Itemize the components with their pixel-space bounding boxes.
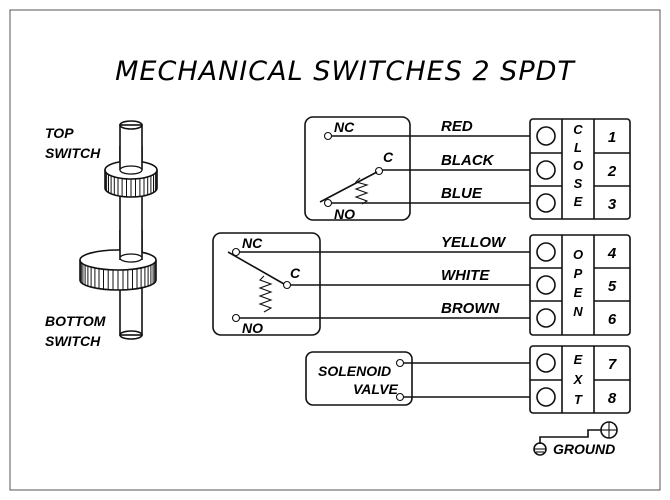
top-cam-teeth [104,171,158,197]
open-letter-4: N [573,304,583,319]
wire-white-label: WHITE [441,267,490,284]
ground-connection: GROUND [533,421,618,457]
terminal-number-5: 5 [608,278,617,295]
top-switch-spring [354,177,369,205]
close-letter-5: E [574,194,583,209]
close-letter-3: O [573,158,583,173]
top-switch-label-line1: TOP [45,125,74,141]
terminal-block-open: 4 5 6 O P E N [529,234,631,336]
wire-blue-label: BLUE [441,185,483,202]
top-cam [104,146,158,198]
terminal-screw-1 [536,126,556,146]
terminal-number-1: 1 [608,129,616,146]
open-letter-2: P [574,266,583,281]
solenoid-label: SOLENOID [318,363,391,379]
solenoid-valve: SOLENOID VALVE [305,351,530,406]
diagram-title: MECHANICAL SWITCHES 2 SPDT [115,56,576,87]
top-switch-nc-label: NC [334,119,355,135]
terminal-block-ext: 7 8 E X T [529,345,631,414]
ground-wire [539,429,601,444]
bottom-switch-spring [258,275,273,313]
terminal-screw-6 [536,308,556,328]
wire-black-label: BLACK [441,152,495,169]
terminal-screw-3 [536,193,556,213]
terminal-screw-5 [536,275,556,295]
cam-shaft-illustration: TOP SWITCH BOTTOM SWITCH [45,120,158,349]
solenoid-housing [305,351,413,406]
bottom-cam [79,230,157,291]
top-c-contact [374,166,384,176]
open-letter-1: O [573,247,583,262]
terminal-block-close: 1 2 3 C L O S E [529,118,631,220]
top-switch-c-label: C [383,149,394,165]
terminal-screw-4 [536,242,556,262]
ground-label: GROUND [553,441,615,457]
bottom-switch-label-line1: BOTTOM [45,313,106,329]
shaft-top-cap [119,120,143,130]
ext-letter-2: X [573,372,584,387]
bottom-switch-c-label: C [290,265,301,281]
terminal-number-6: 6 [608,311,617,328]
bottom-switch-lever [227,251,285,285]
terminal-number-2: 2 [607,163,617,180]
bottom-switch-label-line2: SWITCH [45,333,101,349]
ext-letter-3: T [574,392,583,407]
top-switch-no-label: NO [334,206,355,222]
close-letter-1: C [573,122,583,137]
bottom-spdt-switch: NC C NO [212,232,530,336]
top-spdt-switch: NC C NO [304,116,530,222]
bottom-switch-no-label: NO [242,320,263,336]
terminal-screw-2 [536,160,556,180]
top-switch-lever [319,171,378,203]
wire-red-label: RED [441,118,473,135]
terminal-screw-7 [536,353,556,373]
terminal-number-8: 8 [608,390,617,407]
bottom-switch-nc-label: NC [242,235,263,251]
terminal-screw-8 [536,387,556,407]
ext-letter-1: E [574,352,583,367]
terminal-number-4: 4 [607,245,617,262]
close-letter-2: L [574,140,582,155]
terminal-number-3: 3 [608,196,617,213]
valve-label: VALVE [353,381,399,397]
top-switch-label-line2: SWITCH [45,145,101,161]
close-letter-4: S [574,176,583,191]
bottom-switch-housing [212,232,321,336]
terminal-number-7: 7 [608,356,617,373]
shaft-bottom-cap [119,330,143,340]
top-switch-housing [304,116,411,221]
bottom-cam-teeth [79,261,157,290]
open-letter-3: E [574,285,583,300]
wire-yellow-label: YELLOW [441,234,507,251]
wire-brown-label: BROWN [441,300,500,317]
